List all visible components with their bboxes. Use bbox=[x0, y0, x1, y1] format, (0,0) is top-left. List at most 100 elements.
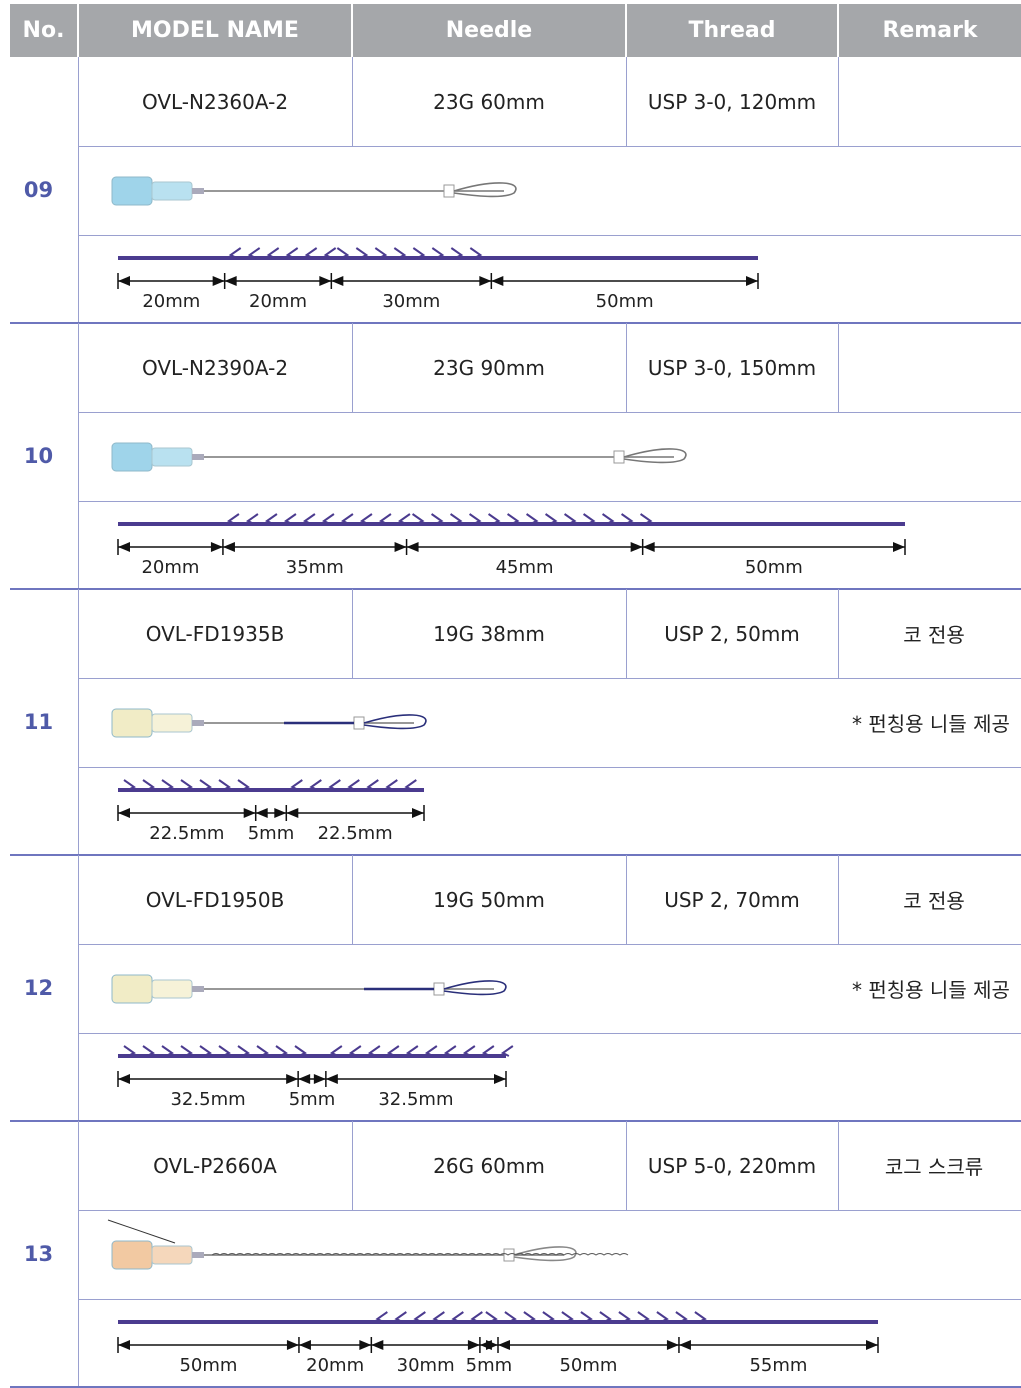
dimension-label: 5mm bbox=[289, 1089, 336, 1110]
column-divider bbox=[78, 1121, 79, 1387]
model-name-cell: OVL-N2360A-2 bbox=[141, 89, 289, 114]
thread-cell: USP 2, 50mm bbox=[664, 621, 800, 646]
cog-barb bbox=[226, 513, 240, 525]
cog-barb bbox=[355, 247, 369, 259]
cog-barb bbox=[412, 247, 426, 259]
column-divider bbox=[352, 855, 353, 944]
needle-cell: 23G 90mm bbox=[433, 355, 545, 380]
cog-barb bbox=[639, 513, 653, 525]
model-name-cell: OVL-FD1935B bbox=[145, 621, 285, 646]
cog-barb bbox=[180, 1045, 193, 1057]
column-divider bbox=[352, 1121, 353, 1210]
column-divider bbox=[352, 57, 353, 146]
row-divider bbox=[79, 412, 1021, 413]
dimension-label: 20mm bbox=[249, 291, 307, 312]
column-divider bbox=[838, 323, 839, 412]
cog-barb bbox=[347, 779, 360, 791]
orange-hub-needle-icon bbox=[107, 1219, 629, 1270]
cog-barb bbox=[582, 513, 596, 525]
cog-barb bbox=[451, 1311, 464, 1323]
cog-barb bbox=[294, 1045, 307, 1057]
cog-barb bbox=[599, 1311, 612, 1323]
row-divider bbox=[79, 501, 1021, 502]
section-divider bbox=[10, 1120, 1021, 1122]
cog-barb bbox=[264, 513, 278, 525]
row-number: 11 bbox=[23, 710, 54, 734]
blue-hub-needle-icon bbox=[111, 176, 517, 206]
cog-barb bbox=[542, 1311, 555, 1323]
remark-cell: 코 전용 bbox=[903, 889, 965, 913]
cog-barb bbox=[161, 779, 174, 791]
row-number: 12 bbox=[23, 976, 54, 1000]
cog-barb bbox=[525, 513, 539, 525]
cog-barb bbox=[468, 513, 482, 525]
yellow-hub-needle-icon bbox=[111, 974, 507, 1004]
cog-barb bbox=[469, 247, 483, 259]
cog-barb bbox=[449, 513, 463, 525]
row-number: 13 bbox=[23, 1242, 54, 1266]
cog-barb bbox=[340, 513, 354, 525]
dimension-label: 5mm bbox=[248, 823, 295, 844]
cog-barb bbox=[393, 247, 407, 259]
column-divider bbox=[838, 57, 839, 146]
cog-barb bbox=[544, 513, 558, 525]
cog-barb bbox=[450, 247, 464, 259]
column-divider bbox=[838, 1121, 839, 1210]
dimension-label: 45mm bbox=[496, 557, 554, 578]
header-needle: Needle bbox=[353, 4, 625, 57]
column-divider bbox=[626, 323, 627, 412]
dimension-label: 50mm bbox=[179, 1355, 237, 1376]
punching-needle-note: * 펀칭용 니들 제공 bbox=[852, 978, 1010, 1002]
dimension-label: 20mm bbox=[306, 1355, 364, 1376]
cog-barb bbox=[321, 513, 335, 525]
thread-cell: USP 3-0, 150mm bbox=[647, 355, 817, 380]
cog-barb bbox=[386, 1045, 400, 1057]
dimension-label: 22.5mm bbox=[149, 823, 224, 844]
cog-barb bbox=[523, 1311, 536, 1323]
row-divider bbox=[79, 1299, 1021, 1300]
cog-barb bbox=[487, 513, 501, 525]
cog-barb bbox=[374, 247, 388, 259]
cog-barb bbox=[375, 1311, 388, 1323]
cog-barb bbox=[283, 513, 297, 525]
column-divider bbox=[626, 855, 627, 944]
row-divider bbox=[79, 678, 1021, 679]
dimension-label: 20mm bbox=[141, 557, 199, 578]
model-name-cell: OVL-N2390A-2 bbox=[141, 355, 289, 380]
cog-barb bbox=[500, 1045, 514, 1057]
needle-cell: 19G 50mm bbox=[433, 887, 545, 912]
column-divider bbox=[352, 589, 353, 678]
cog-barb bbox=[348, 1045, 362, 1057]
cog-barb bbox=[328, 779, 341, 791]
cog-barb bbox=[161, 1045, 174, 1057]
header-no: No. bbox=[10, 4, 77, 57]
column-divider bbox=[626, 589, 627, 678]
cog-barb bbox=[180, 779, 193, 791]
cog-barb bbox=[323, 247, 337, 259]
dimension-label: 55mm bbox=[749, 1355, 807, 1376]
cog-barb bbox=[620, 513, 634, 525]
cog-barb bbox=[481, 1045, 495, 1057]
row-divider bbox=[79, 1210, 1021, 1211]
dimension-label: 20mm bbox=[142, 291, 200, 312]
cog-barb bbox=[199, 779, 212, 791]
cog-barb bbox=[237, 1045, 250, 1057]
cog-barb bbox=[367, 1045, 381, 1057]
dimension-label: 5mm bbox=[466, 1355, 513, 1376]
thread-cell: USP 3-0, 120mm bbox=[647, 89, 817, 114]
cog-barb bbox=[618, 1311, 631, 1323]
cog-barb bbox=[485, 1311, 498, 1323]
cog-barb bbox=[411, 513, 425, 525]
column-divider bbox=[626, 1121, 627, 1210]
cog-barb bbox=[275, 1045, 288, 1057]
column-divider bbox=[78, 323, 79, 589]
column-divider bbox=[838, 855, 839, 944]
cog-barb bbox=[656, 1311, 669, 1323]
section-divider bbox=[10, 854, 1021, 856]
needle-cell: 19G 38mm bbox=[433, 621, 545, 646]
cog-barb bbox=[142, 779, 155, 791]
cog-barb bbox=[675, 1311, 688, 1323]
thread-cell: USP 2, 70mm bbox=[664, 887, 800, 912]
